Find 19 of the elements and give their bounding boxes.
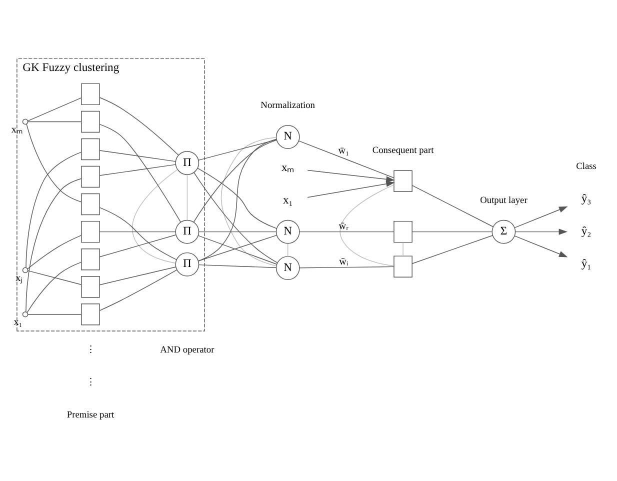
label: Consequent part — [372, 146, 434, 156]
node-label: xⱼ — [16, 272, 23, 284]
node-text: xₘ — [281, 160, 294, 174]
label: Class — [576, 162, 596, 172]
label: ⋮ — [86, 378, 95, 388]
node-label: xₘ — [11, 124, 22, 136]
node-text: x₁ — [282, 193, 293, 206]
node-text: ŷ₃ — [581, 192, 592, 205]
node-text: ŷ₂ — [581, 224, 592, 238]
label: Premise part — [66, 410, 114, 421]
node-text: ŷ₁ — [581, 257, 592, 270]
edge-label: w̄₁ — [338, 146, 350, 157]
label: ⋮ — [86, 345, 95, 356]
edge-label: w̄ᵢ — [339, 256, 348, 268]
label: Output layer — [480, 196, 528, 206]
node-label: x₁ — [14, 317, 22, 328]
label: AND operator — [160, 345, 214, 356]
label: Normalization — [260, 101, 316, 112]
edge-label: w̄ᵣ — [338, 221, 348, 232]
